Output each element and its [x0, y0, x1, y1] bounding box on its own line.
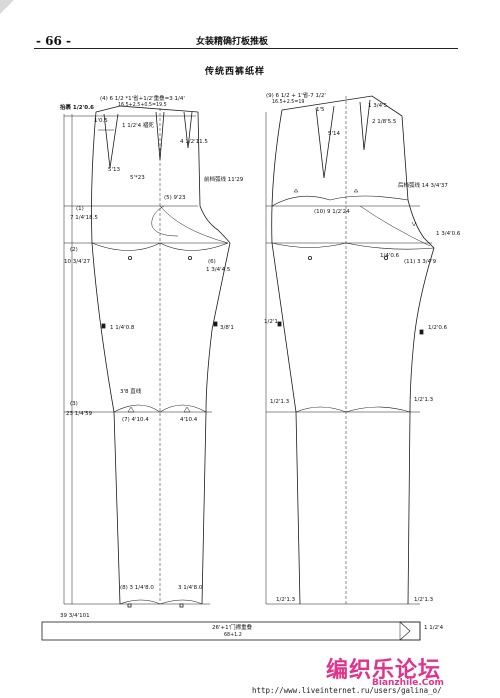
waistband-end-label: 1 1/2'4 — [424, 625, 444, 631]
waistband-piece — [41, 621, 421, 641]
front-knee-right: 4'10.4 — [180, 417, 198, 423]
back-crotch-curve: 后档弧线 14 3/4'37 — [398, 183, 448, 189]
scan-corner-fold — [0, 0, 14, 14]
front-knee-line: 3'8 直线 — [120, 389, 142, 395]
back-side-right: 1/2'0.6 — [428, 325, 448, 331]
watermark-site: Bianzhile.Com — [372, 678, 444, 688]
waistband-label-top: 26'+1'门襟重叠 — [212, 625, 253, 631]
front-item6: (6) — [208, 259, 216, 265]
book-title: 女装精确打板推板 — [196, 37, 269, 47]
back-dart-c: 2 1/8'5.5 — [372, 119, 397, 125]
back-hem-right: 1/2'1.3 — [414, 597, 434, 603]
front-top-formula: (4) 6 1/2 *1'省+1/2'重叠=3 1/4' — [100, 96, 185, 102]
front-pleat: 1 1/2'4 褶死 — [122, 123, 154, 129]
front-dart-small: 5'13 — [108, 167, 121, 173]
front-dart-depth: 4 1/2'11.5 — [180, 139, 208, 145]
back-side-left: 1/2'1 — [264, 319, 278, 325]
front-trouser-piece — [63, 105, 231, 608]
front-item3: (3) — [70, 401, 78, 407]
back-dart-a: 1 3/4'5 — [368, 103, 388, 109]
back-crotch-top: 1 3/4'0.6 — [436, 231, 461, 237]
back-top-formula: (9) 6 1/2 + 1'省-7 1/2' — [266, 93, 326, 99]
front-item2-val: 10 3/4'27 — [64, 259, 91, 265]
front-hip-label: (5) 9'23 — [164, 195, 186, 201]
back-crotch-right: (11) 3 3/4'9 — [404, 259, 437, 265]
page-number: - 66 - — [36, 34, 72, 48]
front-hem-left: (8) 3 1/4'8.0 — [120, 585, 154, 591]
back-knee-left: 1/2'1.3 — [270, 399, 290, 405]
front-item2: (2) — [70, 247, 78, 253]
back-crotch-left: 1/4'0.6 — [380, 253, 400, 259]
front-side-left: 1 1/4'0.8 — [110, 325, 135, 331]
back-hip-label: (10) 9 1/2'24 — [314, 209, 350, 215]
waistband-label-sub: 68+1.2 — [224, 633, 242, 638]
front-total-length: 39 3/4'101 — [60, 613, 90, 619]
back-trouser-piece — [265, 95, 435, 605]
source-url: http://www.liveinternet.ru/users/galina_… — [252, 686, 442, 695]
back-knee-right: 1/2'1.3 — [414, 397, 434, 403]
draft-title: 传统西裤纸样 — [205, 67, 266, 77]
front-hem-right: 3 1/4'8.0 — [178, 585, 203, 591]
header-rule — [34, 48, 458, 49]
front-waist-rise: 抬裹 1/2'0.6 — [60, 105, 95, 111]
watermark-logo-text: 编织乐论坛 — [326, 658, 442, 683]
front-crotch-curve: 前档弧线 11'29 — [204, 177, 244, 183]
front-item3-val: 23 1/4'59 — [66, 411, 93, 417]
back-top-sub: 16.5+2.5=19 — [272, 100, 305, 105]
back-dart-tip: 1'5 — [316, 107, 325, 113]
front-small-tl: 1'0.5 — [94, 118, 108, 124]
front-rise-line: 5'*23 — [130, 175, 145, 181]
front-knee-left: (7) 4'10.4 — [122, 417, 149, 423]
front-item6-val: 1 3/4'4.5 — [206, 267, 231, 273]
back-dart-b: 5'14 — [328, 131, 341, 137]
back-hem-left: 1/2'1.3 — [276, 597, 296, 603]
front-item1: (1) — [76, 206, 84, 212]
front-side-right: 3/8'1 — [220, 325, 234, 331]
front-top-sub: 16.5+2.5+0.5=19.5 — [118, 103, 167, 108]
front-item1-val: 7 1/4'18.5 — [70, 215, 98, 221]
